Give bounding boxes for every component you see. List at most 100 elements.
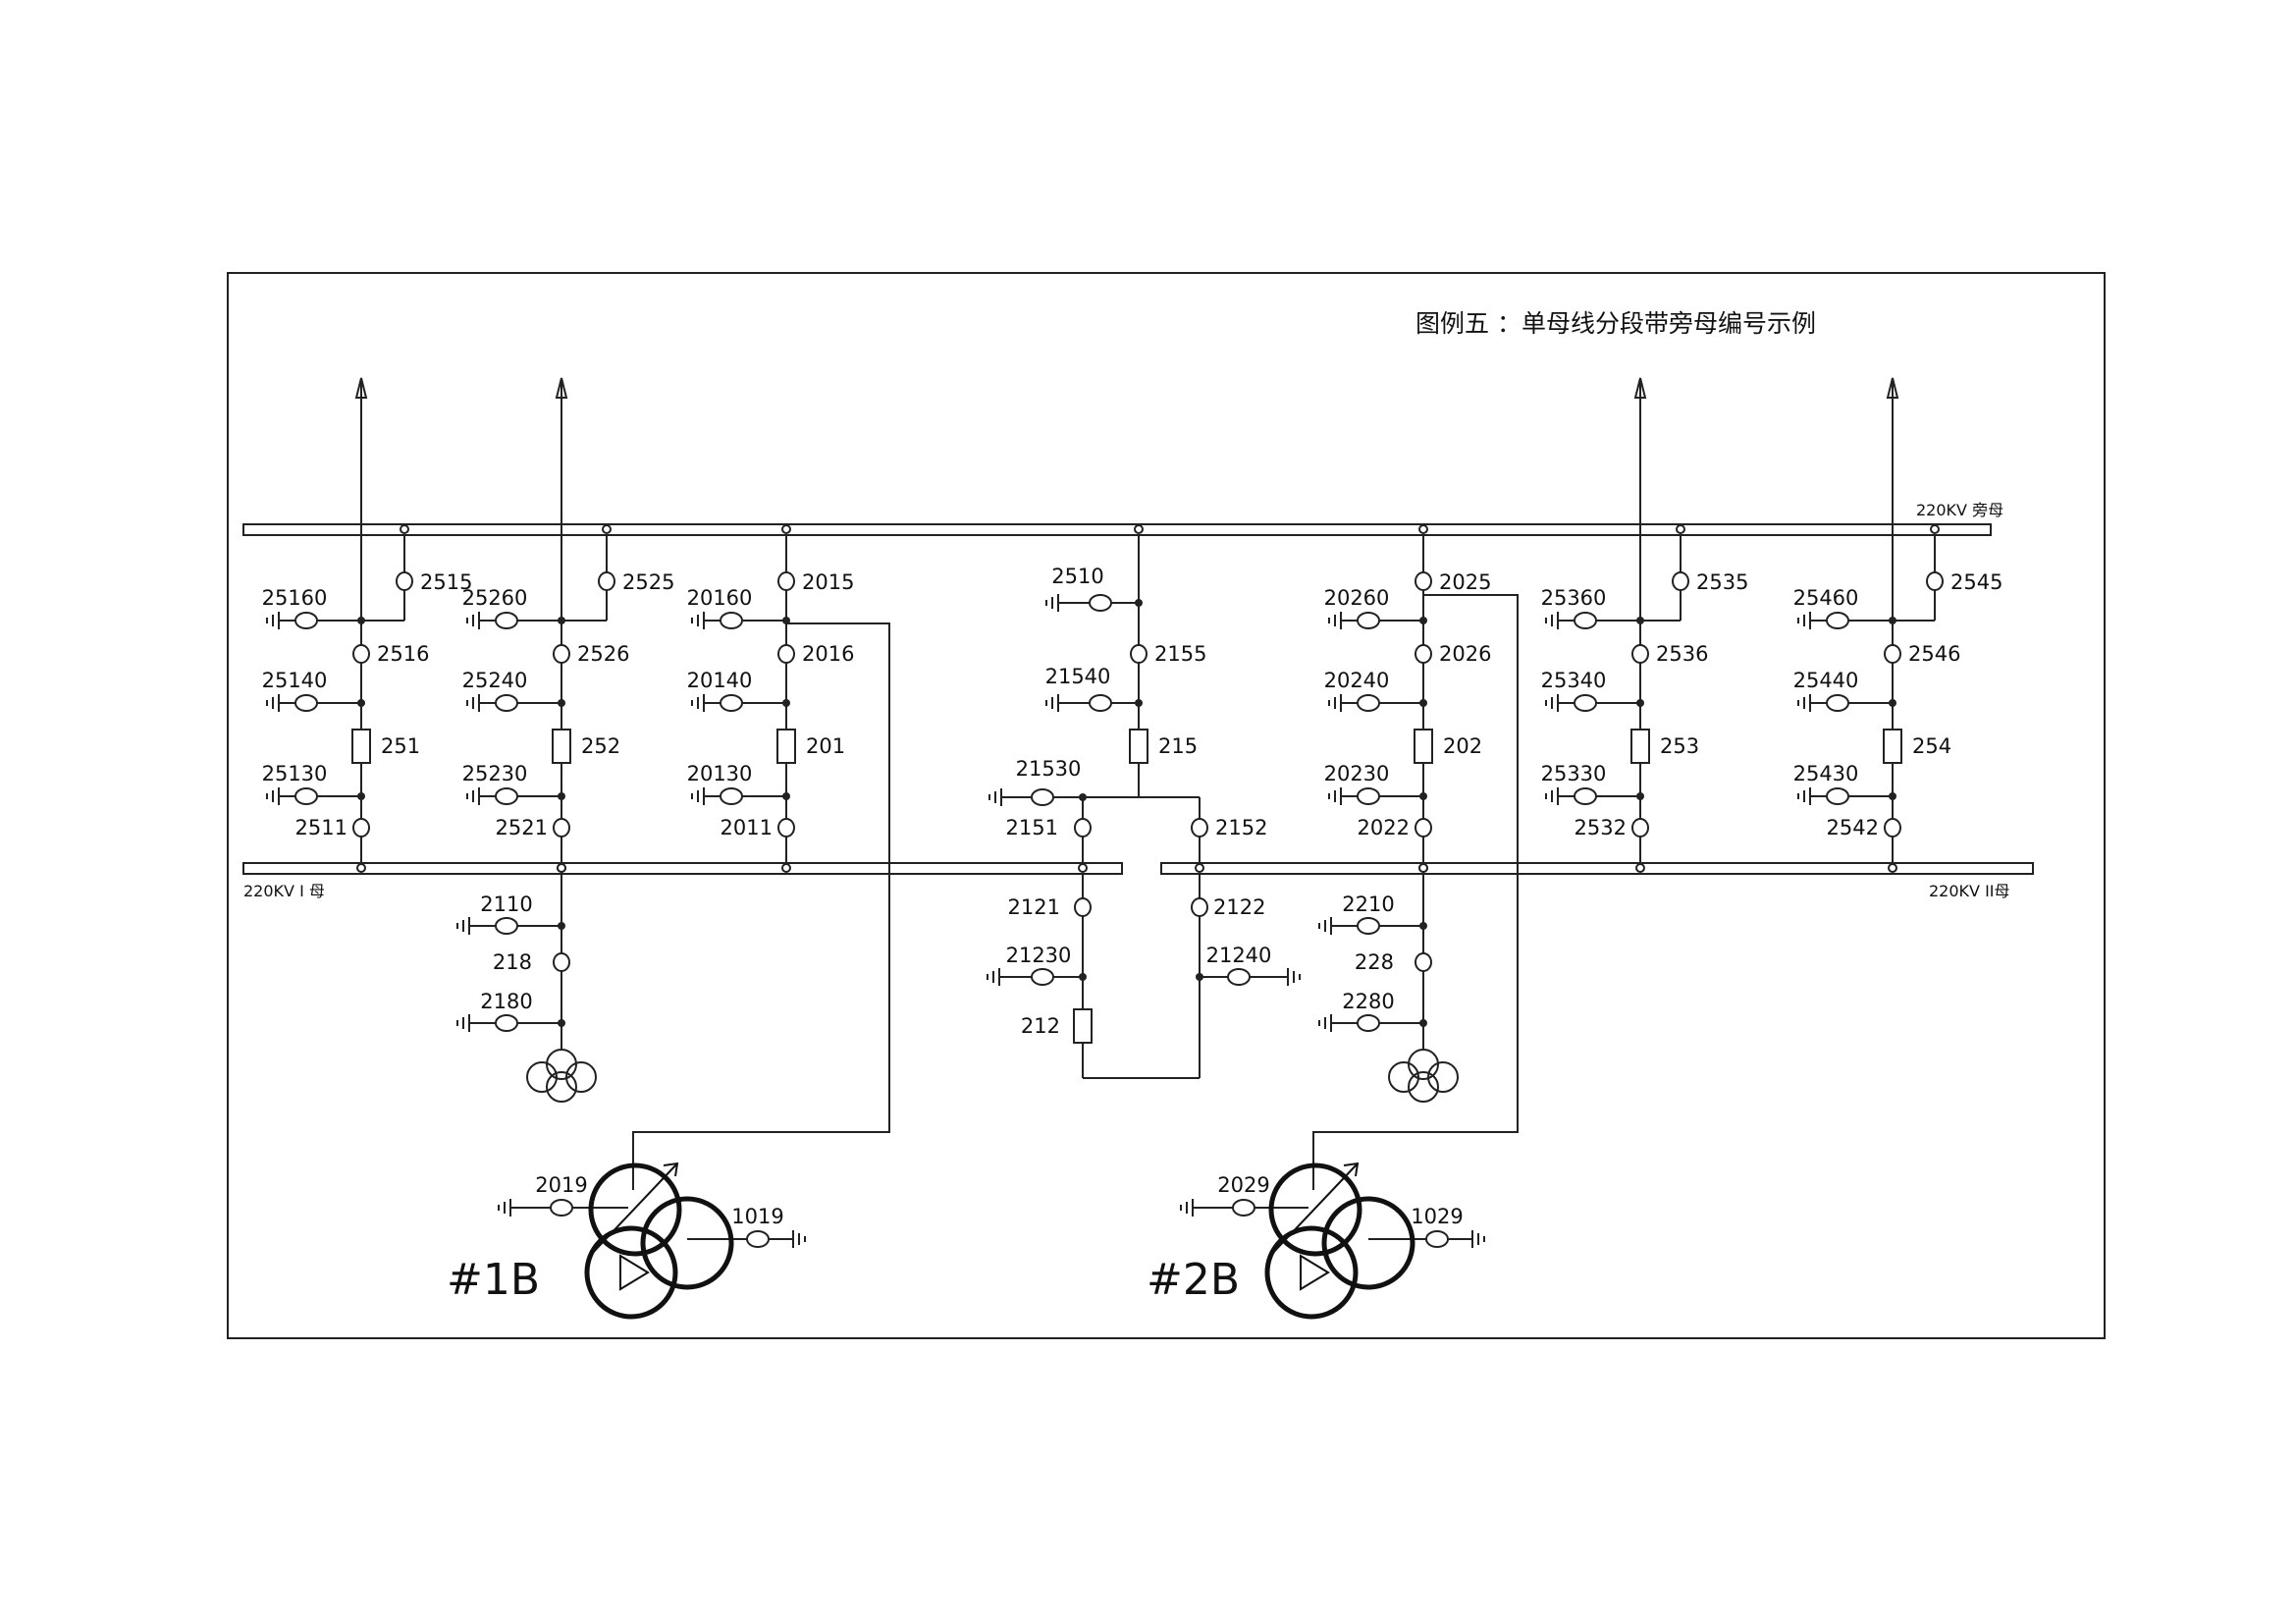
pt-bay-2-main-label: 2210	[1342, 893, 1394, 916]
feeder-202-bus-label: 2022	[1358, 816, 1410, 839]
feeder-201-g1-label: 20160	[687, 586, 753, 610]
coupler-21230-junction	[1079, 973, 1087, 981]
feeder-253-g3-ground	[1545, 787, 1559, 805]
bypass-bay-2510-junction	[1135, 599, 1143, 607]
xfmr1-hv-neutral-disconnector	[550, 1199, 573, 1217]
feeder-253-breaker-label: 253	[1660, 734, 1699, 758]
feeder-251-bus-tap	[356, 863, 366, 873]
pt-bay-2-pt-symbol-circle	[1408, 1071, 1439, 1103]
pt-bay-2-main-ground	[1318, 917, 1332, 935]
feeder-202-g2-label: 20240	[1324, 669, 1390, 692]
pt-bay-1-pt-label: 218	[493, 950, 532, 974]
feeder-201-bus-disconnector	[777, 818, 795, 838]
bypass-bay-21540-ground	[1045, 694, 1059, 712]
coupler-21240-junction	[1196, 973, 1203, 981]
feeder-251-line-arrow	[354, 377, 368, 399]
feeder-201-bypass-label: 2015	[802, 570, 854, 594]
bypass-bus-label: 220KV 旁母	[1916, 501, 2003, 519]
feeder-253-g3-junction	[1636, 792, 1644, 800]
feeder-201-g1-disconnector	[720, 612, 743, 629]
feeder-254-g1-label: 25460	[1793, 586, 1859, 610]
bypass-bay-21530-label: 21530	[1016, 757, 1082, 781]
feeder-254-g2-label: 25440	[1793, 669, 1859, 692]
pt-bay-2-low-disconnector	[1357, 1014, 1380, 1032]
bypass-bay-right-tap	[1195, 863, 1204, 873]
feeder-202-g1-ground	[1328, 612, 1342, 629]
xfmr1-hv-neutral-ground	[498, 1199, 511, 1217]
pt-bay-2-pt-symbol-circle	[1427, 1061, 1459, 1093]
feeder-202-g3-junction	[1419, 792, 1427, 800]
feeder-253-line-disconnector	[1631, 644, 1649, 664]
bypass-bay-21530-disconnector	[1031, 788, 1054, 806]
feeder-254-g3-disconnector	[1826, 787, 1849, 805]
pt-bay-1-main-ground	[456, 917, 470, 935]
feeder-253-bypass-tap	[1676, 524, 1685, 534]
coupler-21240-label: 21240	[1206, 944, 1272, 967]
coupler-21230-label: 21230	[1006, 944, 1072, 967]
feeder-252-bypass-label: 2525	[622, 570, 674, 594]
transformer-1b-label: #1B	[447, 1255, 540, 1305]
feeder-202-g3-ground	[1328, 787, 1342, 805]
bus-2-busbar	[1160, 862, 2034, 875]
bypass-bay-21540-junction	[1135, 699, 1143, 707]
feeder-253-g3-disconnector	[1574, 787, 1597, 805]
feeder-254-bus-disconnector	[1884, 818, 1901, 838]
feeder-251-g3-ground	[266, 787, 280, 805]
feeder-251-bus-disconnector	[352, 818, 370, 838]
feeder-252-g1-disconnector	[495, 612, 518, 629]
pt-bay-2-main-disconnector	[1357, 917, 1380, 935]
bypass-bay-2151-disconnector	[1074, 818, 1092, 838]
feeder-201-breaker-label: 201	[806, 734, 845, 758]
feeder-253-g2-label: 25340	[1541, 669, 1607, 692]
pt-bay-2-pt-symbol	[1388, 1049, 1459, 1103]
feeder-252-breaker	[552, 729, 571, 764]
coupler-212-label: 212	[1021, 1014, 1060, 1038]
equipment-labels: 2515251602516251402512513025112525252602…	[262, 565, 2003, 1228]
pt-bay-2-main-junction	[1419, 922, 1427, 930]
feeder-201-bus-tap	[781, 863, 791, 873]
feeder-253-g2-junction	[1636, 699, 1644, 707]
feeder-254-bypass-tap	[1930, 524, 1940, 534]
feeder-254-bus-label: 2542	[1827, 816, 1879, 839]
feeder-254-line-disconnector	[1884, 644, 1901, 664]
bypass-bay-left-tap	[1078, 863, 1088, 873]
feeder-252-g1-junction	[558, 617, 565, 624]
bypass-bay-215-breaker	[1129, 729, 1148, 764]
feeder-253-g1-junction	[1636, 617, 1644, 624]
bypass-bay-2155-label: 2155	[1154, 642, 1206, 666]
feeder-254-bypass-disconnector	[1926, 571, 1944, 591]
bypass-bay-2152-disconnector	[1191, 818, 1208, 838]
feeder-251-g1-ground	[266, 612, 280, 629]
feeder-201-g2-junction	[782, 699, 790, 707]
xfmr2-mv-neutral-ground	[1471, 1230, 1485, 1248]
feeder-252-g3-junction	[558, 792, 565, 800]
feeder-251-bus-label: 2511	[295, 816, 347, 839]
feeder-252-g3-label: 25230	[462, 762, 528, 785]
feeder-253-bus-disconnector	[1631, 818, 1649, 838]
feeder-254-g1-ground	[1797, 612, 1811, 629]
feeder-251-breaker-label: 251	[381, 734, 420, 758]
coupler-21230-ground	[987, 968, 1000, 986]
feeder-251-g3-label: 25130	[262, 762, 328, 785]
bus-1-busbar	[242, 862, 1123, 875]
feeder-254-g2-ground	[1797, 694, 1811, 712]
feeder-201-g3-junction	[782, 792, 790, 800]
feeder-251-bypass-disconnector	[396, 571, 413, 591]
feeder-201-bypass-tap	[781, 524, 791, 534]
feeder-251-g1-junction	[357, 617, 365, 624]
switch-symbols	[266, 524, 1944, 1248]
pt-bay-1-main-disconnector	[495, 917, 518, 935]
feeder-201-g2-label: 20140	[687, 669, 753, 692]
feeder-251-g1-label: 25160	[262, 586, 328, 610]
xfmr1-mv-neutral-label: 1019	[731, 1205, 783, 1228]
feeder-251-g2-junction	[357, 699, 365, 707]
feeder-251-g3-junction	[357, 792, 365, 800]
bypass-bay-215-label: 215	[1158, 734, 1198, 758]
bypass-bay-2152-label: 2152	[1215, 816, 1267, 839]
drawing-frame	[227, 272, 2106, 1339]
feeder-202-bypass-disconnector	[1415, 571, 1432, 591]
feeder-254-line-label: 2546	[1908, 642, 1960, 666]
bypass-bay-21540-label: 21540	[1045, 665, 1111, 688]
feeder-254-g1-junction	[1889, 617, 1896, 624]
